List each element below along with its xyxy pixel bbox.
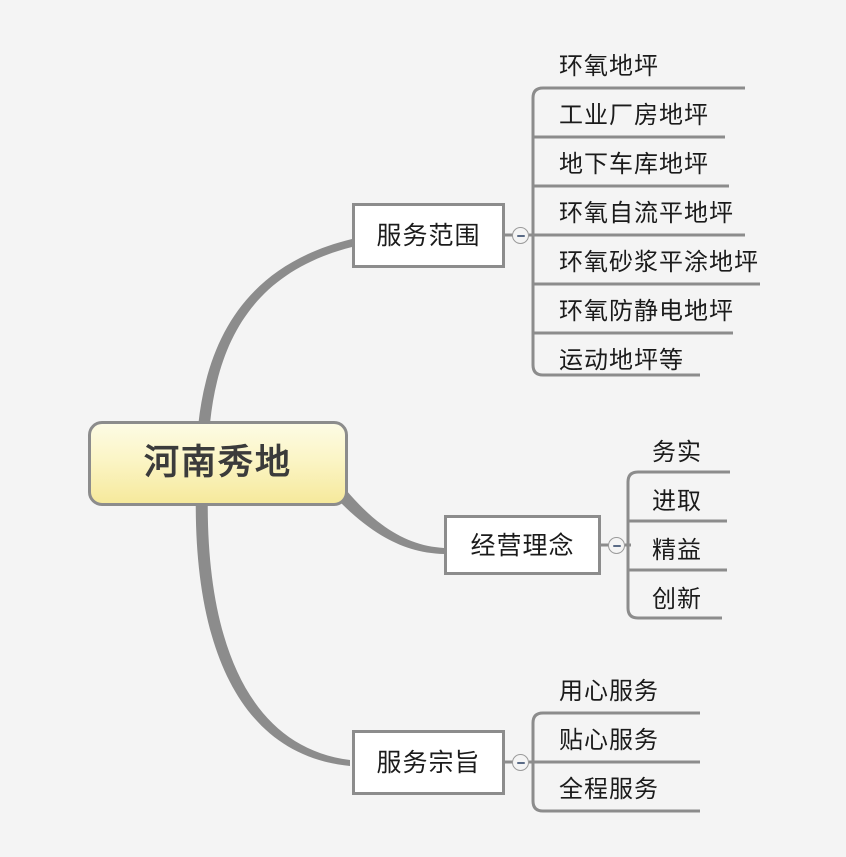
- collapse-minus-icon: [516, 234, 525, 237]
- collapse-minus-icon: [516, 761, 525, 764]
- leaf-label[interactable]: 地下车库地坪: [559, 150, 709, 178]
- leaf-label[interactable]: 运动地坪等: [559, 346, 684, 374]
- leaf-label[interactable]: 务实: [652, 438, 702, 466]
- leaf-label[interactable]: 用心服务: [559, 677, 659, 705]
- root-node-label: 河南秀地: [143, 443, 292, 483]
- leaf-label[interactable]: 环氧砂浆平涂地坪: [559, 248, 759, 276]
- leaf-label[interactable]: 创新: [652, 585, 702, 613]
- branch-node-service-scope-label: 服务范围: [376, 221, 481, 250]
- collapse-minus-icon: [612, 544, 621, 547]
- leaf-label[interactable]: 全程服务: [559, 775, 659, 803]
- leaf-label[interactable]: 工业厂房地坪: [559, 101, 709, 129]
- root-to-branch-3-connector: [195, 486, 350, 766]
- leaf-label[interactable]: 环氧防静电地坪: [559, 297, 734, 325]
- branch-1-child-connectors: [531, 86, 760, 377]
- branch-node-service-mission[interactable]: 服务宗旨: [352, 730, 505, 795]
- branch-node-service-scope[interactable]: 服务范围: [352, 203, 505, 268]
- leaf-label[interactable]: 环氧自流平地坪: [559, 199, 734, 227]
- leaf-label[interactable]: 进取: [652, 487, 702, 515]
- collapse-toggle-service-scope[interactable]: [512, 227, 529, 244]
- root-to-branch-2-connector: [340, 490, 444, 554]
- leaf-label[interactable]: 精益: [652, 536, 702, 564]
- root-node[interactable]: 河南秀地: [88, 421, 348, 506]
- collapse-toggle-service-mission[interactable]: [512, 754, 529, 771]
- leaf-label[interactable]: 贴心服务: [559, 726, 659, 754]
- collapse-toggle-business-philosophy[interactable]: [608, 537, 625, 554]
- branch-node-business-philosophy-label: 经营理念: [470, 530, 575, 560]
- branch-node-business-philosophy[interactable]: 经营理念: [444, 515, 601, 575]
- leaf-label[interactable]: 环氧地坪: [559, 52, 659, 80]
- branch-node-service-mission-label: 服务宗旨: [376, 748, 481, 777]
